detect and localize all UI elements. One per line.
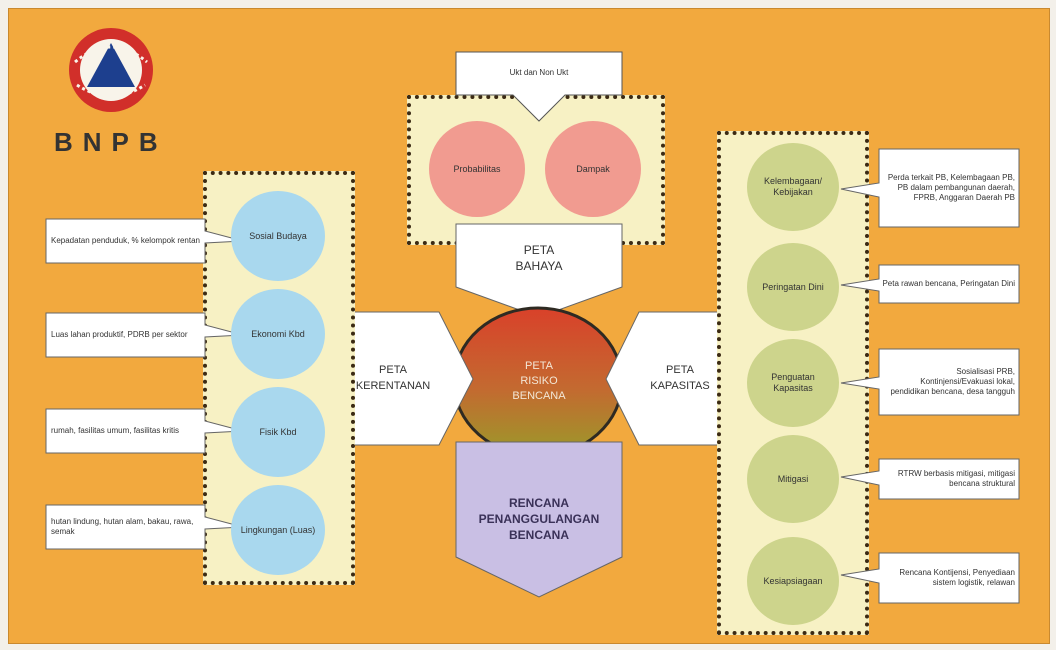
right-circle-3: Penguatan Kapasitas (747, 339, 839, 427)
left-callout-4-text: hutan lindung, hutan alam, bakau, rawa, … (51, 517, 194, 536)
left-callout-4 (45, 504, 244, 550)
peta-kerentanan-label: PETA KERENTANAN (355, 364, 431, 392)
right-callout-4 (840, 458, 1020, 500)
diagram-canvas: BNPB Ukt dan Non Ukt Probabilitas Dampak… (8, 8, 1050, 644)
rencana-label: RENCANA PENANGGULANGAN BENCANA (478, 496, 600, 542)
top-header-callout (455, 51, 623, 122)
peta-kapasitas-label: PETA KAPASITAS (650, 364, 710, 392)
left-callout-2-text: Luas lahan produktif, PDRB per sektor (51, 330, 188, 339)
right-circle-4: Mitigasi (747, 435, 839, 523)
left-callout-3 (45, 408, 244, 454)
right-circle-2: Peringatan Dini (747, 243, 839, 331)
logo-text: BNPB (54, 127, 168, 157)
left-callout-2 (45, 312, 244, 358)
right-callout-3-text: Sosialisasi PRB, Kontinjensi/Evakuasi lo… (890, 367, 1015, 396)
peta-bahaya-label: PETA BAHAYA (515, 243, 563, 273)
dampak-circle: Dampak (545, 121, 641, 217)
probabilitas-circle: Probabilitas (429, 121, 525, 217)
right-callout-1 (840, 148, 1020, 228)
right-callout-5 (840, 552, 1020, 604)
right-callout-2-text: Peta rawan bencana, Peringatan Dini (882, 279, 1015, 288)
right-callout-1-text: Perda terkait PB, Kelembagaan PB, PB dal… (887, 173, 1015, 202)
top-header-label: Ukt dan Non Ukt (509, 68, 569, 77)
left-circle-1: Sosial Budaya (231, 191, 325, 281)
right-callout-3 (840, 348, 1020, 416)
peta-bahaya-shape (455, 223, 623, 318)
left-callout-1 (45, 218, 244, 264)
right-callout-2 (840, 264, 1020, 304)
left-callout-1-text: Kepadatan penduduk, % kelompok rentan (51, 236, 200, 245)
rencana-shape (455, 441, 623, 598)
bnpb-emblem-icon (69, 28, 153, 112)
right-circle-5: Kesiapsiagaan (747, 537, 839, 625)
left-circle-4: Lingkungan (Luas) (231, 485, 325, 575)
left-circle-2: Ekonomi Kbd (231, 289, 325, 379)
left-circle-3: Fisik Kbd (231, 387, 325, 477)
peta-risiko-label: PETA RISIKO BENCANA (512, 359, 566, 402)
left-callout-3-text: rumah, fasilitas umum, fasilitas kritis (51, 426, 180, 435)
right-circle-1: Kelembagaan/ Kebijakan (747, 143, 839, 231)
right-callout-5-text: Rencana Kontijensi, Penyediaan sistem lo… (899, 568, 1015, 587)
right-callout-4-text: RTRW berbasis mitigasi, mitigasi bencana… (897, 469, 1015, 488)
